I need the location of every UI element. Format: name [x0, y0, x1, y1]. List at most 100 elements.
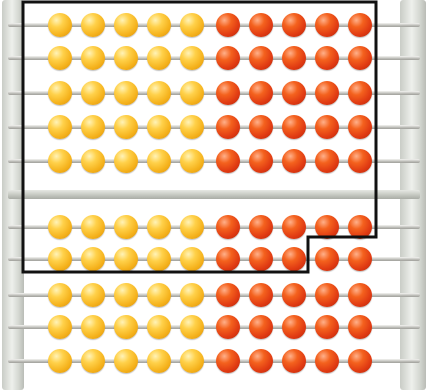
bead-yellow: [114, 81, 138, 105]
bead-yellow: [180, 149, 204, 173]
bead-red: [249, 149, 273, 173]
bead-red: [315, 115, 339, 139]
bead-red: [348, 13, 372, 37]
bead-red: [282, 46, 306, 70]
bead-red: [348, 349, 372, 373]
bead-yellow: [114, 349, 138, 373]
bead-yellow: [114, 283, 138, 307]
bead-red: [315, 315, 339, 339]
bead-red: [282, 115, 306, 139]
bead-yellow: [81, 247, 105, 271]
bead-yellow: [114, 247, 138, 271]
bead-yellow: [147, 115, 171, 139]
bead-yellow: [180, 46, 204, 70]
bead-red: [216, 149, 240, 173]
bead-red: [348, 215, 372, 239]
bead-red: [315, 149, 339, 173]
bead-yellow: [48, 115, 72, 139]
bead-yellow: [48, 46, 72, 70]
bead-yellow: [48, 13, 72, 37]
bead-yellow: [81, 349, 105, 373]
bead-red: [216, 13, 240, 37]
bead-red: [315, 81, 339, 105]
bead-red: [315, 247, 339, 271]
bead-yellow: [48, 283, 72, 307]
bead-red: [282, 247, 306, 271]
bead-yellow: [147, 215, 171, 239]
bead-red: [282, 349, 306, 373]
bead-red: [216, 115, 240, 139]
bead-yellow: [147, 81, 171, 105]
bead-yellow: [81, 149, 105, 173]
bead-red: [348, 315, 372, 339]
bead-red: [216, 46, 240, 70]
bead-yellow: [81, 81, 105, 105]
bead-yellow: [81, 115, 105, 139]
bead-yellow: [147, 149, 171, 173]
bead-red: [315, 349, 339, 373]
bead-yellow: [48, 215, 72, 239]
bead-red: [315, 13, 339, 37]
bead-red: [216, 215, 240, 239]
bead-yellow: [48, 349, 72, 373]
bead-yellow: [147, 283, 171, 307]
bead-yellow: [114, 13, 138, 37]
bead-yellow: [147, 46, 171, 70]
bead-yellow: [180, 315, 204, 339]
bead-yellow: [81, 215, 105, 239]
bead-red: [282, 283, 306, 307]
bead-yellow: [48, 315, 72, 339]
bead-red: [282, 215, 306, 239]
bead-red: [249, 247, 273, 271]
bead-yellow: [180, 81, 204, 105]
bead-red: [216, 315, 240, 339]
bead-red: [348, 46, 372, 70]
bead-yellow: [81, 283, 105, 307]
bead-red: [249, 81, 273, 105]
bead-yellow: [114, 149, 138, 173]
bead-red: [315, 215, 339, 239]
bead-red: [249, 283, 273, 307]
bead-red: [348, 247, 372, 271]
bead-red: [282, 13, 306, 37]
bead-red: [348, 81, 372, 105]
bead-red: [282, 149, 306, 173]
bead-yellow: [147, 247, 171, 271]
bead-yellow: [48, 247, 72, 271]
bead-red: [216, 81, 240, 105]
abacus-divider-bar: [8, 190, 420, 199]
bead-yellow: [81, 315, 105, 339]
bead-yellow: [81, 13, 105, 37]
bead-yellow: [48, 149, 72, 173]
bead-red: [249, 315, 273, 339]
bead-yellow: [147, 13, 171, 37]
bead-yellow: [180, 13, 204, 37]
bead-red: [216, 283, 240, 307]
bead-red: [249, 46, 273, 70]
bead-red: [315, 46, 339, 70]
bead-yellow: [147, 315, 171, 339]
bead-red: [282, 315, 306, 339]
bead-yellow: [114, 46, 138, 70]
bead-yellow: [48, 81, 72, 105]
bead-red: [249, 215, 273, 239]
bead-red: [282, 81, 306, 105]
bead-yellow: [180, 349, 204, 373]
bead-yellow: [114, 115, 138, 139]
bead-yellow: [180, 247, 204, 271]
bead-red: [348, 283, 372, 307]
bead-red: [348, 149, 372, 173]
bead-red: [348, 115, 372, 139]
bead-yellow: [114, 315, 138, 339]
bead-red: [216, 247, 240, 271]
bead-red: [315, 283, 339, 307]
bead-red: [216, 349, 240, 373]
bead-red: [249, 115, 273, 139]
bead-red: [249, 13, 273, 37]
bead-red: [249, 349, 273, 373]
bead-yellow: [180, 283, 204, 307]
bead-yellow: [180, 115, 204, 139]
bead-yellow: [180, 215, 204, 239]
bead-yellow: [147, 349, 171, 373]
